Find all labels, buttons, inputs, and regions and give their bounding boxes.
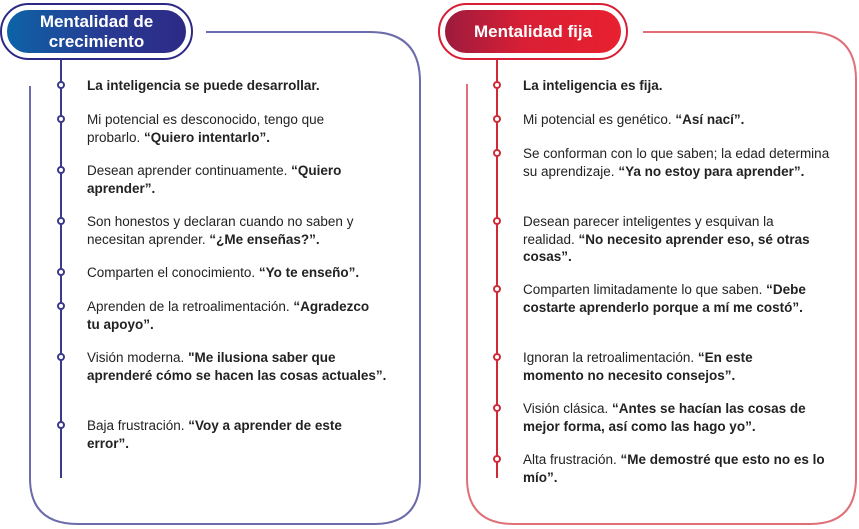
fixed-dot: [493, 455, 501, 463]
growth-dot: [57, 166, 65, 174]
growth-dot: [57, 302, 65, 310]
fixed-frame: [466, 31, 857, 525]
fixed-item: Desean parecer inteligentes y esquivan l…: [523, 214, 810, 264]
growth-dot: [57, 353, 65, 361]
growth-item: Mi potencial es desconocido, tengo que p…: [87, 112, 325, 145]
fixed-title-ring: [438, 3, 628, 60]
fixed-item: Comparten limitadamente lo que saben. “D…: [523, 282, 806, 315]
growth-dot: [57, 421, 65, 429]
fixed-item: Mi potencial es genético. “Así nací”.: [523, 112, 745, 127]
growth-dot: [57, 115, 65, 123]
growth-frame: [29, 31, 421, 525]
fixed-item: Visión clásica. “Antes se hacían las cos…: [523, 401, 806, 434]
growth-dot: [57, 268, 65, 276]
fixed-dot: [493, 149, 501, 157]
fixed-item: La inteligencia es fija.: [523, 78, 663, 93]
fixed-item: Se conforman con lo que saben; la edad d…: [523, 146, 830, 179]
fixed-dot: [493, 285, 501, 293]
growth-item: La inteligencia se puede desarrollar.: [87, 78, 320, 93]
growth-item: Baja frustración. “Voy a aprender de est…: [87, 418, 342, 451]
growth-item: Desean aprender continuamente. “Quiero a…: [87, 163, 342, 196]
fixed-item: Ignoran la retroalimentación. “En este m…: [523, 350, 753, 383]
growth-dot: [57, 217, 65, 225]
fixed-title: Mentalidad fija: [443, 8, 623, 55]
growth-dot: [57, 81, 65, 89]
fixed-dot: [493, 81, 501, 89]
fixed-dot: [493, 217, 501, 225]
growth-item: Aprenden de la retroalimentación. “Agrad…: [87, 299, 370, 332]
fixed-dot: [493, 353, 501, 361]
growth-item: Son honestos y declaran cuando no saben …: [87, 214, 354, 247]
growth-item: Visión moderna. "Me ilusiona saber que a…: [87, 350, 387, 383]
fixed-dot: [493, 404, 501, 412]
fixed-item: Alta frustración. “Me demostré que esto …: [523, 452, 825, 485]
growth-item: Comparten el conocimiento. “Yo te enseño…: [87, 265, 360, 280]
growth-title-ring: [0, 3, 193, 60]
growth-title: Mentalidad de crecimiento: [5, 8, 188, 55]
fixed-dot: [493, 115, 501, 123]
